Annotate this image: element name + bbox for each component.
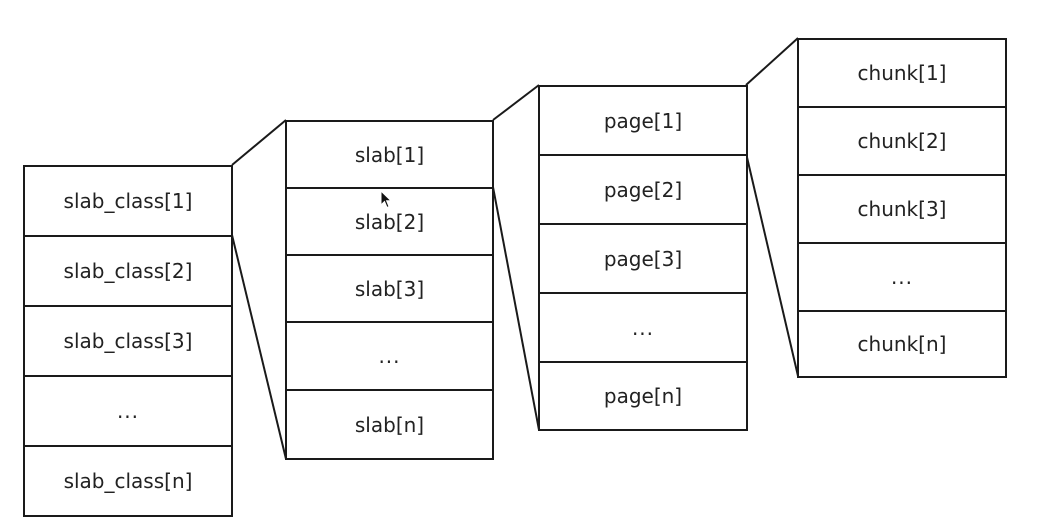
slab-cell-n: slab[n] [285,389,494,460]
chunk-cell-n: chunk[n] [797,310,1007,378]
page-cell-ellipsis: ... [538,292,748,363]
chunk-cell-2: chunk[2] [797,106,1007,176]
slab-class-cell-n: slab_class[n] [23,445,233,517]
slab-cell-ellipsis: ... [285,321,494,391]
page-cell-n: page[n] [538,361,748,431]
page-cell-2: page[2] [538,154,748,225]
chunk-cell-3: chunk[3] [797,174,1007,244]
chunk-cell-1: chunk[1] [797,38,1007,108]
slab-cell-2: slab[2] [285,187,494,256]
connector-line [745,37,799,86]
slab-class-cell-3: slab_class[3] [23,305,233,377]
slab-cell-1: slab[1] [285,120,494,189]
chunk-cell-ellipsis: ... [797,242,1007,312]
connector-line [231,119,287,166]
page-cell-3: page[3] [538,223,748,294]
connector-line [745,152,799,377]
connector-line [231,234,287,460]
connector-line [492,84,540,121]
slab-class-cell-ellipsis: ... [23,375,233,447]
slab-class-cell-1: slab_class[1] [23,165,233,237]
page-cell-1: page[1] [538,85,748,156]
connector-line [492,186,540,431]
mouse-pointer-icon [380,190,393,209]
slab-class-cell-2: slab_class[2] [23,235,233,307]
slab-cell-3: slab[3] [285,254,494,323]
